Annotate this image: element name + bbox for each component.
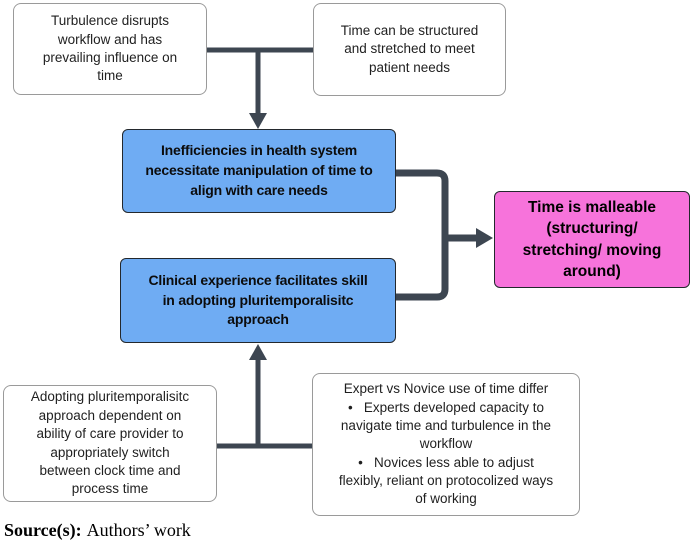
node-time-malleable: Time is malleable (structuring/ stretchi… [494,191,690,288]
node-time-structured: Time can be structured and stretched to … [313,3,506,96]
arrow-down-icon [249,113,267,129]
source-label: Source(s): [4,520,82,540]
node-time-structured-text: Time can be structured and stretched to … [340,22,479,75]
arrow-right-icon [476,228,493,248]
connector-right-merge [391,169,493,301]
node-inefficiencies-text: Inefficiencies in health system necessit… [145,142,373,198]
node-expert-novice-text: Expert vs Novice use of time differ • Ex… [338,381,554,507]
node-clinical-experience: Clinical experience facilitates skill in… [120,258,396,343]
node-turbulence: Turbulence disrupts workflow and has pre… [13,3,207,95]
node-time-malleable-text: Time is malleable (structuring/ stretchi… [522,198,662,280]
source-text: Authors’ work [86,520,191,540]
connector-from-clinical-line [391,234,449,301]
arrow-up-icon [249,344,267,360]
node-expert-novice: Expert vs Novice use of time differ • Ex… [312,373,580,516]
connector-top-merge [204,47,316,129]
node-clinical-experience-text: Clinical experience facilitates skill in… [148,271,368,328]
source-note: Source(s):Authors’ work [4,520,191,541]
node-adopting-approach: Adopting pluritemporalisitc approach dep… [3,385,217,502]
connector-bottom-merge [214,344,315,449]
node-adopting-approach-text: Adopting pluritemporalisitc approach dep… [30,389,190,497]
node-turbulence-text: Turbulence disrupts workflow and has pre… [42,13,178,84]
node-inefficiencies: Inefficiencies in health system necessit… [122,129,396,213]
connector-from-inefficiencies-line [391,169,449,242]
